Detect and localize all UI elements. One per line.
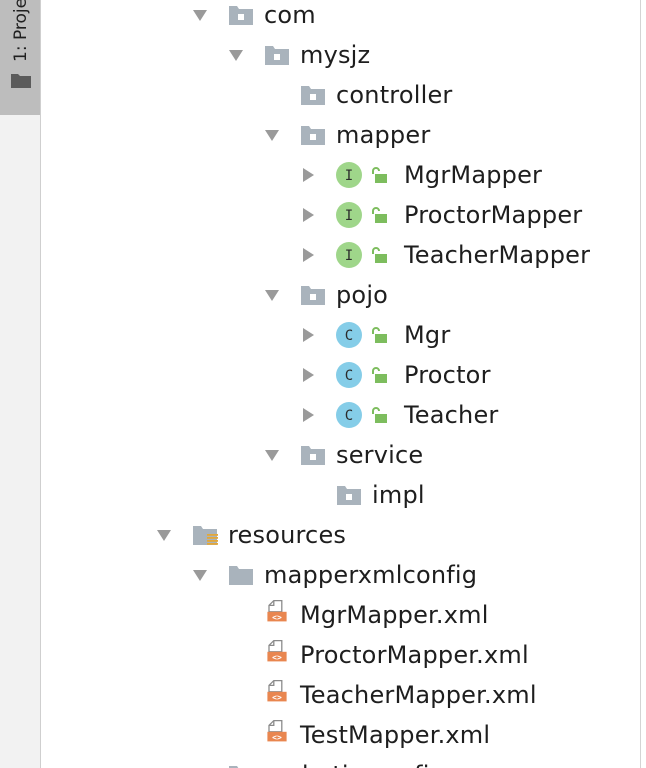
expand-arrow-icon[interactable]: [228, 47, 244, 63]
tree-node-resources[interactable]: resources: [0, 515, 640, 555]
tree-node-label: mysjz: [300, 41, 371, 69]
tree-node-label: mapper: [336, 121, 431, 149]
folder-icon: [229, 766, 239, 768]
tree-node-label: Proctor: [404, 361, 491, 389]
package-folder-icon: [265, 46, 289, 65]
tree-node-label: impl: [372, 481, 425, 509]
panel-divider[interactable]: [640, 0, 641, 768]
svg-text:C: C: [345, 408, 353, 424]
interface-icon: I: [336, 242, 362, 268]
tree-node-mysjz[interactable]: mysjz: [0, 35, 640, 75]
svg-text:<>: <>: [272, 693, 282, 702]
tree-node-label: mybatis-config: [264, 755, 445, 768]
tree-node-label: ProctorMapper.xml: [300, 641, 529, 669]
expand-arrow-icon[interactable]: [264, 287, 280, 303]
svg-text:I: I: [345, 248, 353, 264]
collapse-arrow-icon[interactable]: [300, 167, 316, 183]
expand-arrow-icon[interactable]: [192, 7, 208, 23]
access-lock-icon: [372, 167, 387, 183]
expand-arrow-icon[interactable]: [192, 567, 208, 583]
xml-file-icon: <>: [267, 599, 287, 622]
svg-text:I: I: [345, 208, 353, 224]
class-icon: C: [336, 402, 362, 428]
xml-file-icon: <>: [267, 679, 287, 702]
class-icon: C: [336, 362, 362, 388]
resources-folder-icon: [193, 526, 218, 545]
tree-node-proctor[interactable]: C Proctor: [0, 355, 640, 395]
tree-node-proctormapper[interactable]: I ProctorMapper: [0, 195, 640, 235]
tree-node-mgrmapper[interactable]: I MgrMapper: [0, 155, 640, 195]
tree-node-com[interactable]: com: [0, 0, 640, 35]
package-folder-icon: [301, 86, 325, 105]
tree-node-mybatis-config[interactable]: mybatis-config: [0, 755, 640, 768]
access-lock-icon: [372, 367, 387, 383]
tree-node-label: Mgr: [404, 321, 451, 349]
tree-node-label: service: [336, 441, 424, 469]
svg-text:C: C: [345, 368, 353, 384]
class-icon: C: [336, 322, 362, 348]
collapse-arrow-icon[interactable]: [300, 327, 316, 343]
svg-text:I: I: [345, 168, 353, 184]
package-folder-icon: [301, 446, 325, 465]
collapse-arrow-icon[interactable]: [300, 367, 316, 383]
tree-node-label: TeacherMapper: [404, 241, 591, 269]
interface-icon: I: [336, 202, 362, 228]
package-folder-icon: [229, 6, 253, 25]
tree-node-label: pojo: [336, 281, 389, 309]
tree-node-label: resources: [228, 521, 347, 549]
tree-node-label: mapperxmlconfig: [264, 561, 478, 589]
collapse-arrow-icon[interactable]: [300, 247, 316, 263]
svg-text:C: C: [345, 328, 353, 344]
xml-file-icon: <>: [267, 639, 287, 662]
tree-node-teachermapper[interactable]: I TeacherMapper: [0, 235, 640, 275]
tree-node-label: MgrMapper.xml: [300, 601, 489, 629]
tree-node-label: com: [264, 1, 316, 29]
svg-text:<>: <>: [272, 613, 282, 622]
tree-node-service[interactable]: service: [0, 435, 640, 475]
tree-node-pojo[interactable]: pojo: [0, 275, 640, 315]
svg-text:<>: <>: [272, 733, 282, 742]
tree-node-label: MgrMapper: [404, 161, 543, 189]
tree-node-label: controller: [336, 81, 453, 109]
tree-node-teacher[interactable]: C Teacher: [0, 395, 640, 435]
tree-node-impl[interactable]: impl: [0, 475, 640, 515]
access-lock-icon: [372, 327, 387, 343]
collapse-arrow-icon[interactable]: [300, 407, 316, 423]
access-lock-icon: [372, 407, 387, 423]
tree-node-label: TestMapper.xml: [300, 721, 491, 749]
collapse-arrow-icon[interactable]: [300, 207, 316, 223]
tree-node-mapperxmlconfig[interactable]: mapperxmlconfig: [0, 555, 640, 595]
xml-file-icon: <>: [267, 719, 287, 742]
tree-node-label: TeacherMapper.xml: [300, 681, 537, 709]
tree-node-testmapper-xml[interactable]: <> TestMapper.xml: [0, 715, 640, 755]
tree-node-teachermapper-xml[interactable]: <> TeacherMapper.xml: [0, 675, 640, 715]
tree-node-label: ProctorMapper: [404, 201, 583, 229]
package-folder-icon: [337, 486, 361, 505]
expand-arrow-icon[interactable]: [156, 527, 172, 543]
svg-text:<>: <>: [272, 653, 282, 662]
access-lock-icon: [372, 207, 387, 223]
tree-node-mgr[interactable]: C Mgr: [0, 315, 640, 355]
tree-node-proctormapper-xml[interactable]: <> ProctorMapper.xml: [0, 635, 640, 675]
access-lock-icon: [372, 247, 387, 263]
project-tool-tab[interactable]: 1: Project: [0, 0, 40, 115]
interface-icon: I: [336, 162, 362, 188]
tree-node-controller[interactable]: controller: [0, 75, 640, 115]
folder-icon: [229, 566, 253, 585]
tree-node-mapper[interactable]: mapper: [0, 115, 640, 155]
package-folder-icon: [301, 286, 325, 305]
folder-icon: [11, 74, 31, 88]
expand-arrow-icon[interactable]: [264, 447, 280, 463]
package-folder-icon: [301, 126, 325, 145]
tool-window-strip: 1: Project: [0, 0, 41, 768]
expand-arrow-icon[interactable]: [264, 127, 280, 143]
tree-node-label: Teacher: [404, 401, 499, 429]
tree-node-mgrmapper-xml[interactable]: <> MgrMapper.xml: [0, 595, 640, 635]
